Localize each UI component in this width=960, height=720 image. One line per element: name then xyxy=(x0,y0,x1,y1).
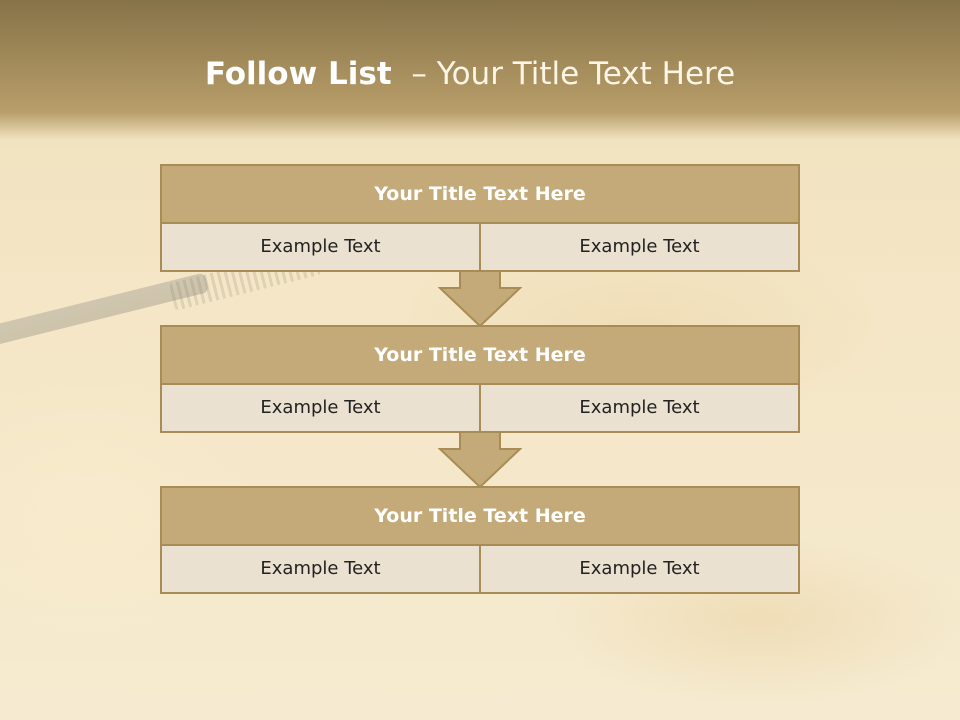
slide-title: Follow List – Your Title Text Here xyxy=(0,56,940,92)
block-cells: Example Text Example Text xyxy=(162,546,798,592)
block-title: Your Title Text Here xyxy=(162,327,798,385)
block-cells: Example Text Example Text xyxy=(162,224,798,270)
block-cell-left: Example Text xyxy=(162,546,479,592)
title-banner xyxy=(0,0,960,140)
down-arrow-icon xyxy=(438,270,522,328)
list-block-2: Your Title Text Here Example Text Exampl… xyxy=(160,325,800,433)
slide-title-rest: – Your Title Text Here xyxy=(411,56,736,92)
block-cell-right: Example Text xyxy=(479,385,798,431)
block-cell-right: Example Text xyxy=(479,224,798,270)
block-title: Your Title Text Here xyxy=(162,166,798,224)
list-block-1: Your Title Text Here Example Text Exampl… xyxy=(160,164,800,272)
block-cells: Example Text Example Text xyxy=(162,385,798,431)
block-title: Your Title Text Here xyxy=(162,488,798,546)
list-block-3: Your Title Text Here Example Text Exampl… xyxy=(160,486,800,594)
block-cell-left: Example Text xyxy=(162,385,479,431)
down-arrow-icon xyxy=(438,431,522,489)
block-cell-right: Example Text xyxy=(479,546,798,592)
slide-title-bold: Follow List xyxy=(204,56,392,92)
block-cell-left: Example Text xyxy=(162,224,479,270)
